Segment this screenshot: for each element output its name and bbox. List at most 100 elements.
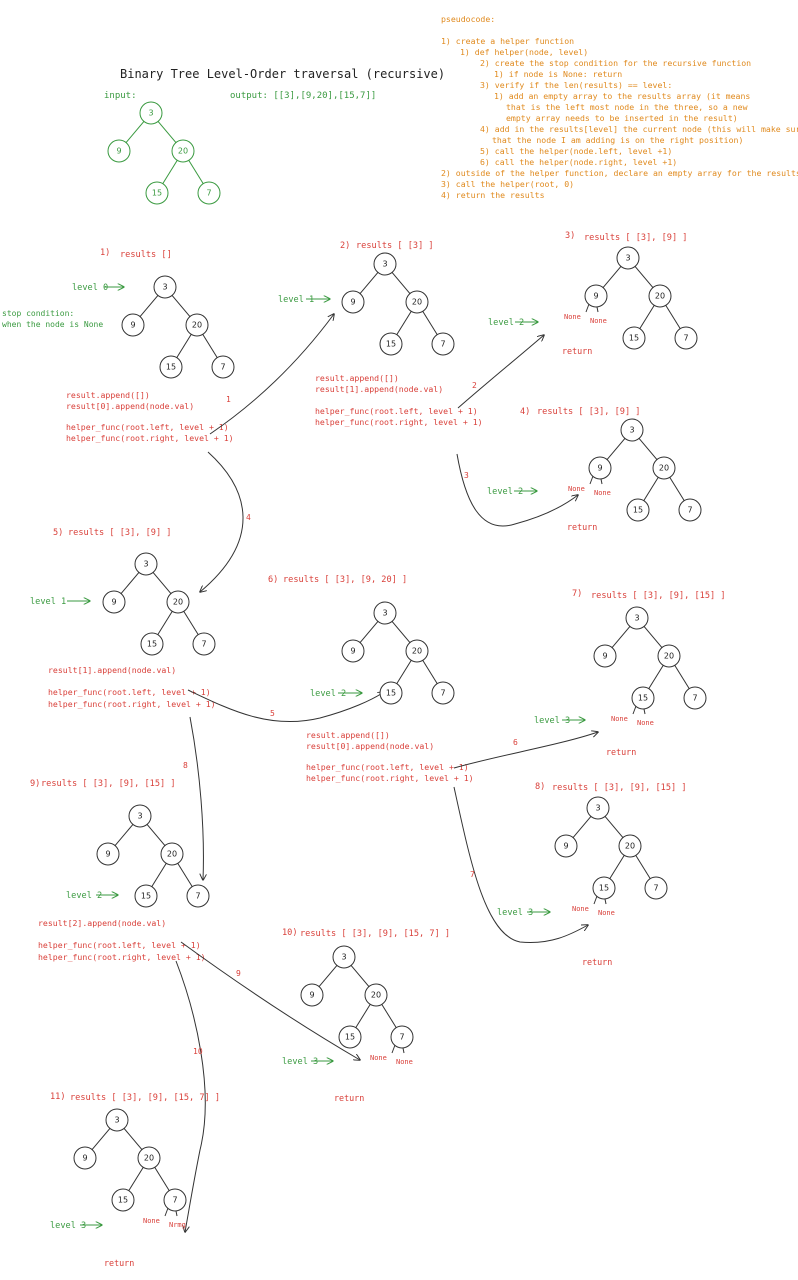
code-line: result[0].append(node.val)	[66, 401, 194, 411]
svg-text:3: 3	[341, 953, 346, 962]
svg-text:15: 15	[141, 892, 151, 901]
tree-node: 3	[625, 606, 649, 630]
tree-node: 3	[616, 246, 640, 270]
tree-node: 15	[134, 884, 158, 908]
tree-node: 15	[140, 632, 164, 656]
svg-text:7: 7	[653, 884, 658, 893]
svg-text:7: 7	[206, 189, 211, 198]
tree-node: 20	[405, 290, 429, 314]
svg-text:9: 9	[350, 298, 355, 307]
tree-edge	[635, 855, 651, 879]
tree-edge	[665, 305, 681, 329]
tree-edge	[391, 621, 411, 643]
tree-node: 20	[657, 644, 681, 668]
step-label: 6)	[268, 575, 278, 585]
tree-edge	[139, 295, 159, 317]
null-edge	[589, 475, 594, 485]
level-label: level 2	[488, 318, 524, 328]
tree-node: 15	[145, 181, 169, 205]
svg-text:3: 3	[137, 812, 142, 821]
svg-text:9: 9	[105, 850, 110, 859]
level-label: level 3	[282, 1057, 318, 1067]
tree-edge	[128, 1167, 144, 1191]
tree-edge	[422, 311, 438, 335]
tree-edge	[114, 824, 134, 846]
stop-condition-title: stop condition:	[2, 309, 74, 318]
pseudocode-line: 2) create the stop condition for the rec…	[480, 58, 751, 68]
tree-node: 15	[379, 681, 403, 705]
arrow-number: 6	[513, 738, 518, 747]
tree-node: 7	[431, 332, 455, 356]
svg-text:9: 9	[111, 598, 116, 607]
svg-text:9: 9	[602, 652, 607, 661]
svg-text:20: 20	[192, 321, 202, 330]
pseudocode-line: 3) call the helper(root, 0)	[441, 179, 574, 189]
step-label: 3)	[565, 231, 575, 241]
none-label: None	[611, 715, 628, 723]
null-edge	[643, 708, 646, 715]
level-label: level 2	[66, 891, 102, 901]
svg-text:7: 7	[220, 363, 225, 372]
tree-edge	[177, 863, 193, 887]
svg-text:9: 9	[593, 292, 598, 301]
level-label: level 1	[30, 597, 66, 607]
tree-node: 7	[192, 632, 216, 656]
pseudocode-line: 1) create a helper function	[441, 36, 574, 46]
tree-edge	[606, 438, 626, 460]
svg-text:15: 15	[638, 694, 648, 703]
arrow-number: 10	[193, 1047, 203, 1056]
svg-text:20: 20	[664, 652, 674, 661]
tree-node: 7	[644, 876, 668, 900]
code-line: helper_func(root.right, level + 1)	[48, 699, 216, 709]
step-label: 1)	[100, 248, 110, 258]
pseudocode-line: 1) add an empty array to the results arr…	[494, 91, 750, 101]
none-label: None	[564, 313, 581, 321]
tree-edge	[381, 1004, 397, 1028]
tree-edge	[171, 295, 191, 317]
tree-node: 3	[139, 101, 163, 125]
tree-node: 3	[586, 796, 610, 820]
null-edge	[593, 895, 598, 905]
tree-node: 15	[626, 498, 650, 522]
step-headers: 1) results [] 2) results [ [3] ] 3) resu…	[30, 231, 726, 1103]
svg-text:3: 3	[162, 283, 167, 292]
tree-edge	[422, 660, 438, 684]
tree-node: 7	[674, 326, 698, 350]
null-edge	[402, 1047, 405, 1054]
tree-edge	[151, 863, 167, 887]
null-edge	[164, 1207, 169, 1217]
svg-text:3: 3	[625, 254, 630, 263]
svg-text:9: 9	[116, 147, 121, 156]
svg-text:20: 20	[178, 147, 188, 156]
tree-node: 7	[186, 884, 210, 908]
tree-edge	[396, 311, 412, 335]
pseudocode-line: 1) def helper(node, level)	[460, 47, 588, 57]
step-results: results [ [3], [9], [15, 7] ]	[300, 929, 450, 939]
arrow-number: 8	[183, 761, 188, 770]
tree-edge	[202, 334, 218, 358]
flow-arrow-numbers: 1 2 3 4 5 6 7 8 9 10	[183, 381, 518, 1056]
none-label: None	[396, 1058, 413, 1066]
tree-edge	[359, 272, 379, 294]
pseudocode-line: 2) outside of the helper function, decla…	[441, 168, 798, 178]
svg-text:3: 3	[148, 109, 153, 118]
svg-text:7: 7	[195, 892, 200, 901]
tree-node: 15	[622, 326, 646, 350]
tree-edge	[154, 1167, 170, 1191]
null-edge	[585, 303, 590, 313]
tree-node: 9	[96, 842, 120, 866]
tree-edge	[188, 160, 204, 184]
diagram-title: Binary Tree Level-Order traversal (recur…	[120, 67, 445, 81]
code-line: helper_func(root.right, level + 1)	[315, 417, 483, 427]
svg-text:20: 20	[173, 598, 183, 607]
svg-text:3: 3	[143, 560, 148, 569]
arrow-number: 3	[464, 471, 469, 480]
tree-edge	[359, 621, 379, 643]
none-label: Nrmg	[169, 1221, 186, 1229]
arrow-number: 4	[246, 513, 251, 522]
pseudocode-line: 6) call the helper(node.right, level +1)	[480, 157, 677, 167]
svg-text:9: 9	[82, 1154, 87, 1163]
